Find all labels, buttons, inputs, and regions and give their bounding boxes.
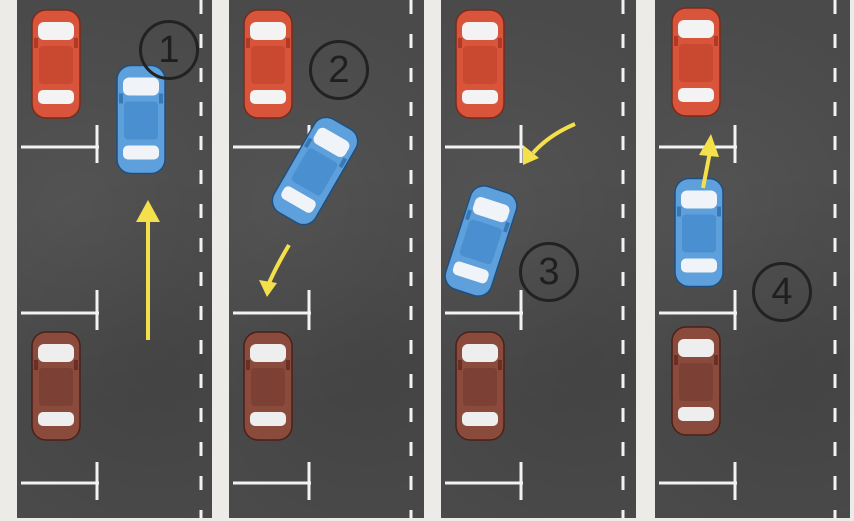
step-number: 3 bbox=[538, 251, 559, 294]
step-badge: 1 bbox=[139, 20, 199, 80]
step-number: 1 bbox=[158, 29, 179, 72]
step-badge: 4 bbox=[752, 262, 812, 322]
step-number: 4 bbox=[771, 271, 792, 314]
step-number: 2 bbox=[328, 49, 349, 92]
forward-arrow bbox=[17, 0, 212, 518]
step-panel-3: 3 bbox=[441, 0, 636, 518]
step-panel-2: 2 bbox=[229, 0, 424, 518]
forward-arrow bbox=[655, 0, 850, 518]
step-panel-4: 4 bbox=[655, 0, 850, 518]
step-badge: 2 bbox=[309, 40, 369, 100]
step-panel-1: 1 bbox=[17, 0, 212, 518]
step-badge: 3 bbox=[519, 242, 579, 302]
